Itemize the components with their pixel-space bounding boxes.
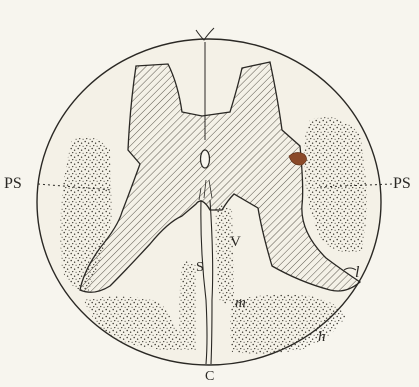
label-c: C <box>205 370 214 384</box>
label-ps-left: PS <box>4 176 22 192</box>
label-v: V <box>230 235 241 250</box>
central-canal <box>201 150 210 168</box>
label-l: l <box>355 265 359 281</box>
right-ventral-stippled-area <box>230 295 346 354</box>
label-s: S <box>196 261 204 275</box>
label-h: h <box>318 330 326 345</box>
left-anterior-column-stipple <box>179 261 196 351</box>
label-ps-right: PS <box>393 176 411 192</box>
label-m: m <box>235 296 246 311</box>
